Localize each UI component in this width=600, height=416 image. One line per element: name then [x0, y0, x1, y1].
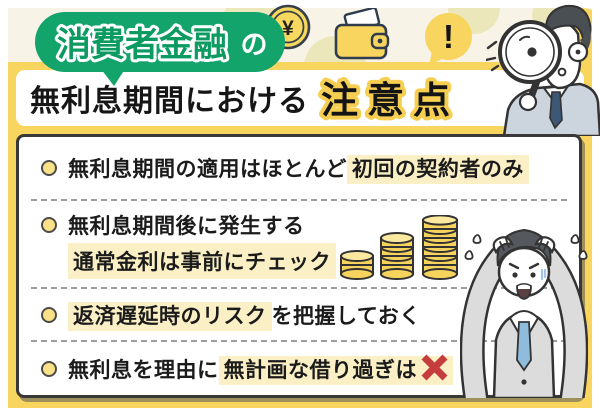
list-item-text: 無利息を理由に無計画な借り過ぎは	[68, 354, 453, 385]
bullet-icon	[41, 160, 57, 176]
topic-badge: 消費者金融 の	[35, 12, 285, 86]
magnifier-man-illustration	[486, 4, 600, 136]
wallet-icon	[334, 8, 390, 60]
bullet-icon	[41, 360, 57, 377]
list-item-text: 返済遅延時のリスクを把握しておく	[68, 300, 421, 331]
title-accent: 注意点	[317, 76, 459, 123]
bullet-icon	[41, 217, 57, 233]
divider	[31, 340, 567, 342]
page-title: 無利息期間における	[30, 85, 309, 118]
highlight: 初回の契約者のみ	[346, 155, 529, 184]
list-item: 返済遅延時のリスクを把握しておく	[19, 289, 579, 340]
badge-suffix: の	[240, 29, 268, 60]
list-item-text: 無利息期間の適用はほとんど初回の契約者のみ	[68, 153, 529, 184]
divider	[31, 199, 567, 201]
highlight: 通常金利は事前にチェック	[68, 243, 336, 279]
svg-text:¥: ¥	[282, 17, 294, 40]
highlight: 返済遅延時のリスク	[68, 301, 272, 331]
svg-text:注意点: 注意点	[321, 80, 459, 121]
badge-text: 消費者金融	[54, 22, 230, 66]
list-item: 無利息を理由に無計画な借り過ぎは	[19, 342, 579, 395]
distressed-man-illustration	[460, 228, 588, 398]
divider	[31, 287, 567, 289]
exclamation-bubble: !	[425, 13, 472, 70]
checklist: 無利息期間の適用はほとんど初回の契約者のみ 無利息期間後に発生する 通常金利は事…	[16, 134, 582, 398]
exclamation-icon: !	[443, 17, 454, 55]
x-mark-icon	[421, 354, 448, 380]
badge-tail	[101, 69, 125, 86]
list-item: 無利息期間の適用はほとんど初回の契約者のみ	[19, 137, 579, 199]
coin-stacks-icon	[340, 215, 458, 280]
highlight: 無計画な借り過ぎは	[218, 354, 453, 385]
list-item-text: 無利息期間後に発生する 通常金利は事前にチェック	[68, 201, 336, 279]
list-item: 無利息期間後に発生する 通常金利は事前にチェック	[19, 201, 579, 287]
svg-text:消費者金融: 消費者金融	[57, 25, 227, 64]
bullet-icon	[41, 306, 57, 323]
